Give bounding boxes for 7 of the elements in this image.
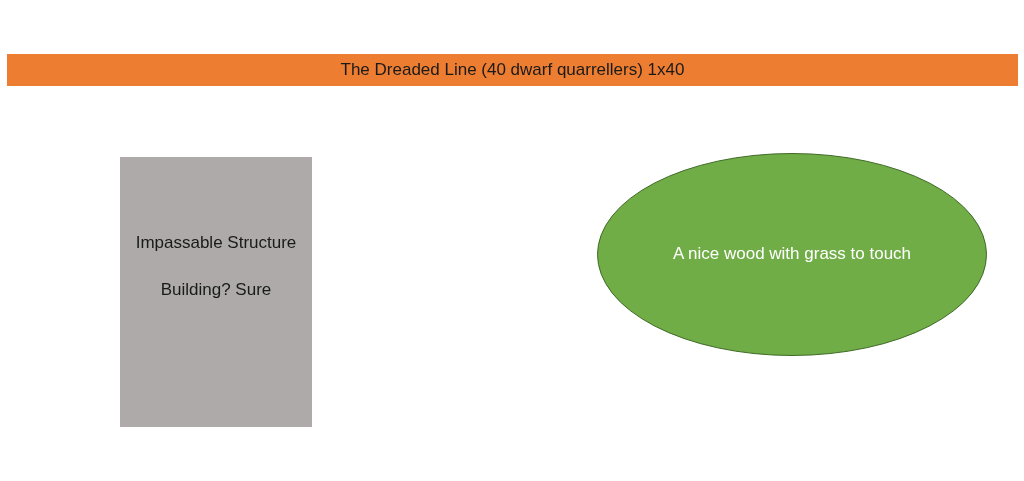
structure-label: Impassable Structure bbox=[135, 233, 297, 253]
structure-note: Building? Sure bbox=[160, 280, 272, 300]
horizontal-bar bbox=[7, 54, 1018, 86]
structure-block bbox=[120, 157, 312, 427]
wood-area bbox=[597, 153, 987, 356]
area-label: A nice wood with grass to touch bbox=[672, 244, 912, 264]
bar-label: The Dreaded Line (40 dwarf quarrellers) 1x40 bbox=[340, 60, 685, 80]
